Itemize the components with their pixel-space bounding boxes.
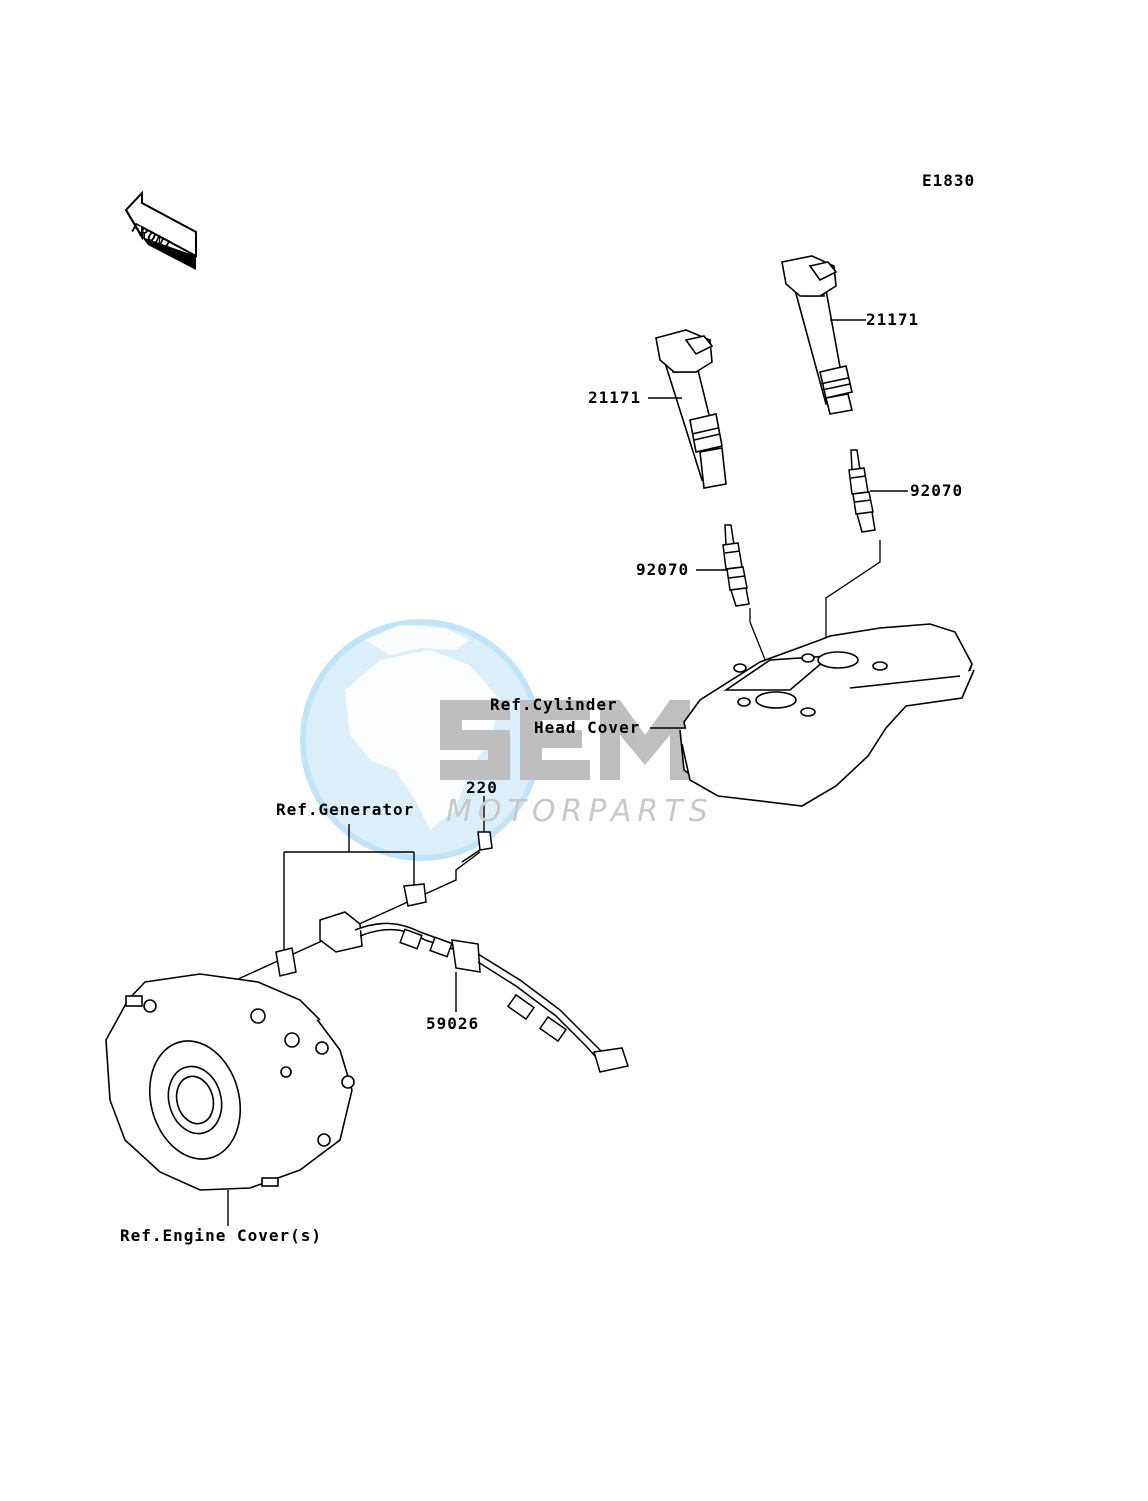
watermark-brand-text: MOTORPARTS: [446, 794, 714, 829]
label-ref-engine-cover: Ref.Engine Cover(s): [120, 1226, 323, 1245]
label-ref-cylinder: Ref.Cylinder: [490, 695, 618, 714]
watermark-logo: [300, 619, 690, 861]
label-plug-left: 92070: [636, 560, 690, 579]
spark-plug-right: [848, 449, 876, 533]
label-ref-head-cover: Head Cover: [534, 718, 641, 737]
engine-cover: [105, 973, 355, 1191]
ignition-coil-upper: [781, 255, 853, 415]
diagram-code: E1830: [922, 171, 976, 190]
bolt-220: [461, 831, 493, 863]
label-pickup-coil: 59026: [426, 1014, 480, 1033]
front-arrow-icon: [124, 190, 197, 270]
label-plug-right: 92070: [910, 481, 964, 500]
pickup-coil-harness: [275, 883, 629, 1073]
label-bolt: 220: [466, 778, 498, 797]
ignition-coil-lower: [655, 329, 727, 489]
spark-plug-left: [722, 524, 750, 607]
label-coil-lower: 21171: [588, 388, 642, 407]
cylinder-head-cover: [679, 623, 975, 807]
label-ref-generator: Ref.Generator: [276, 800, 415, 819]
label-coil-upper: 21171: [866, 310, 920, 329]
